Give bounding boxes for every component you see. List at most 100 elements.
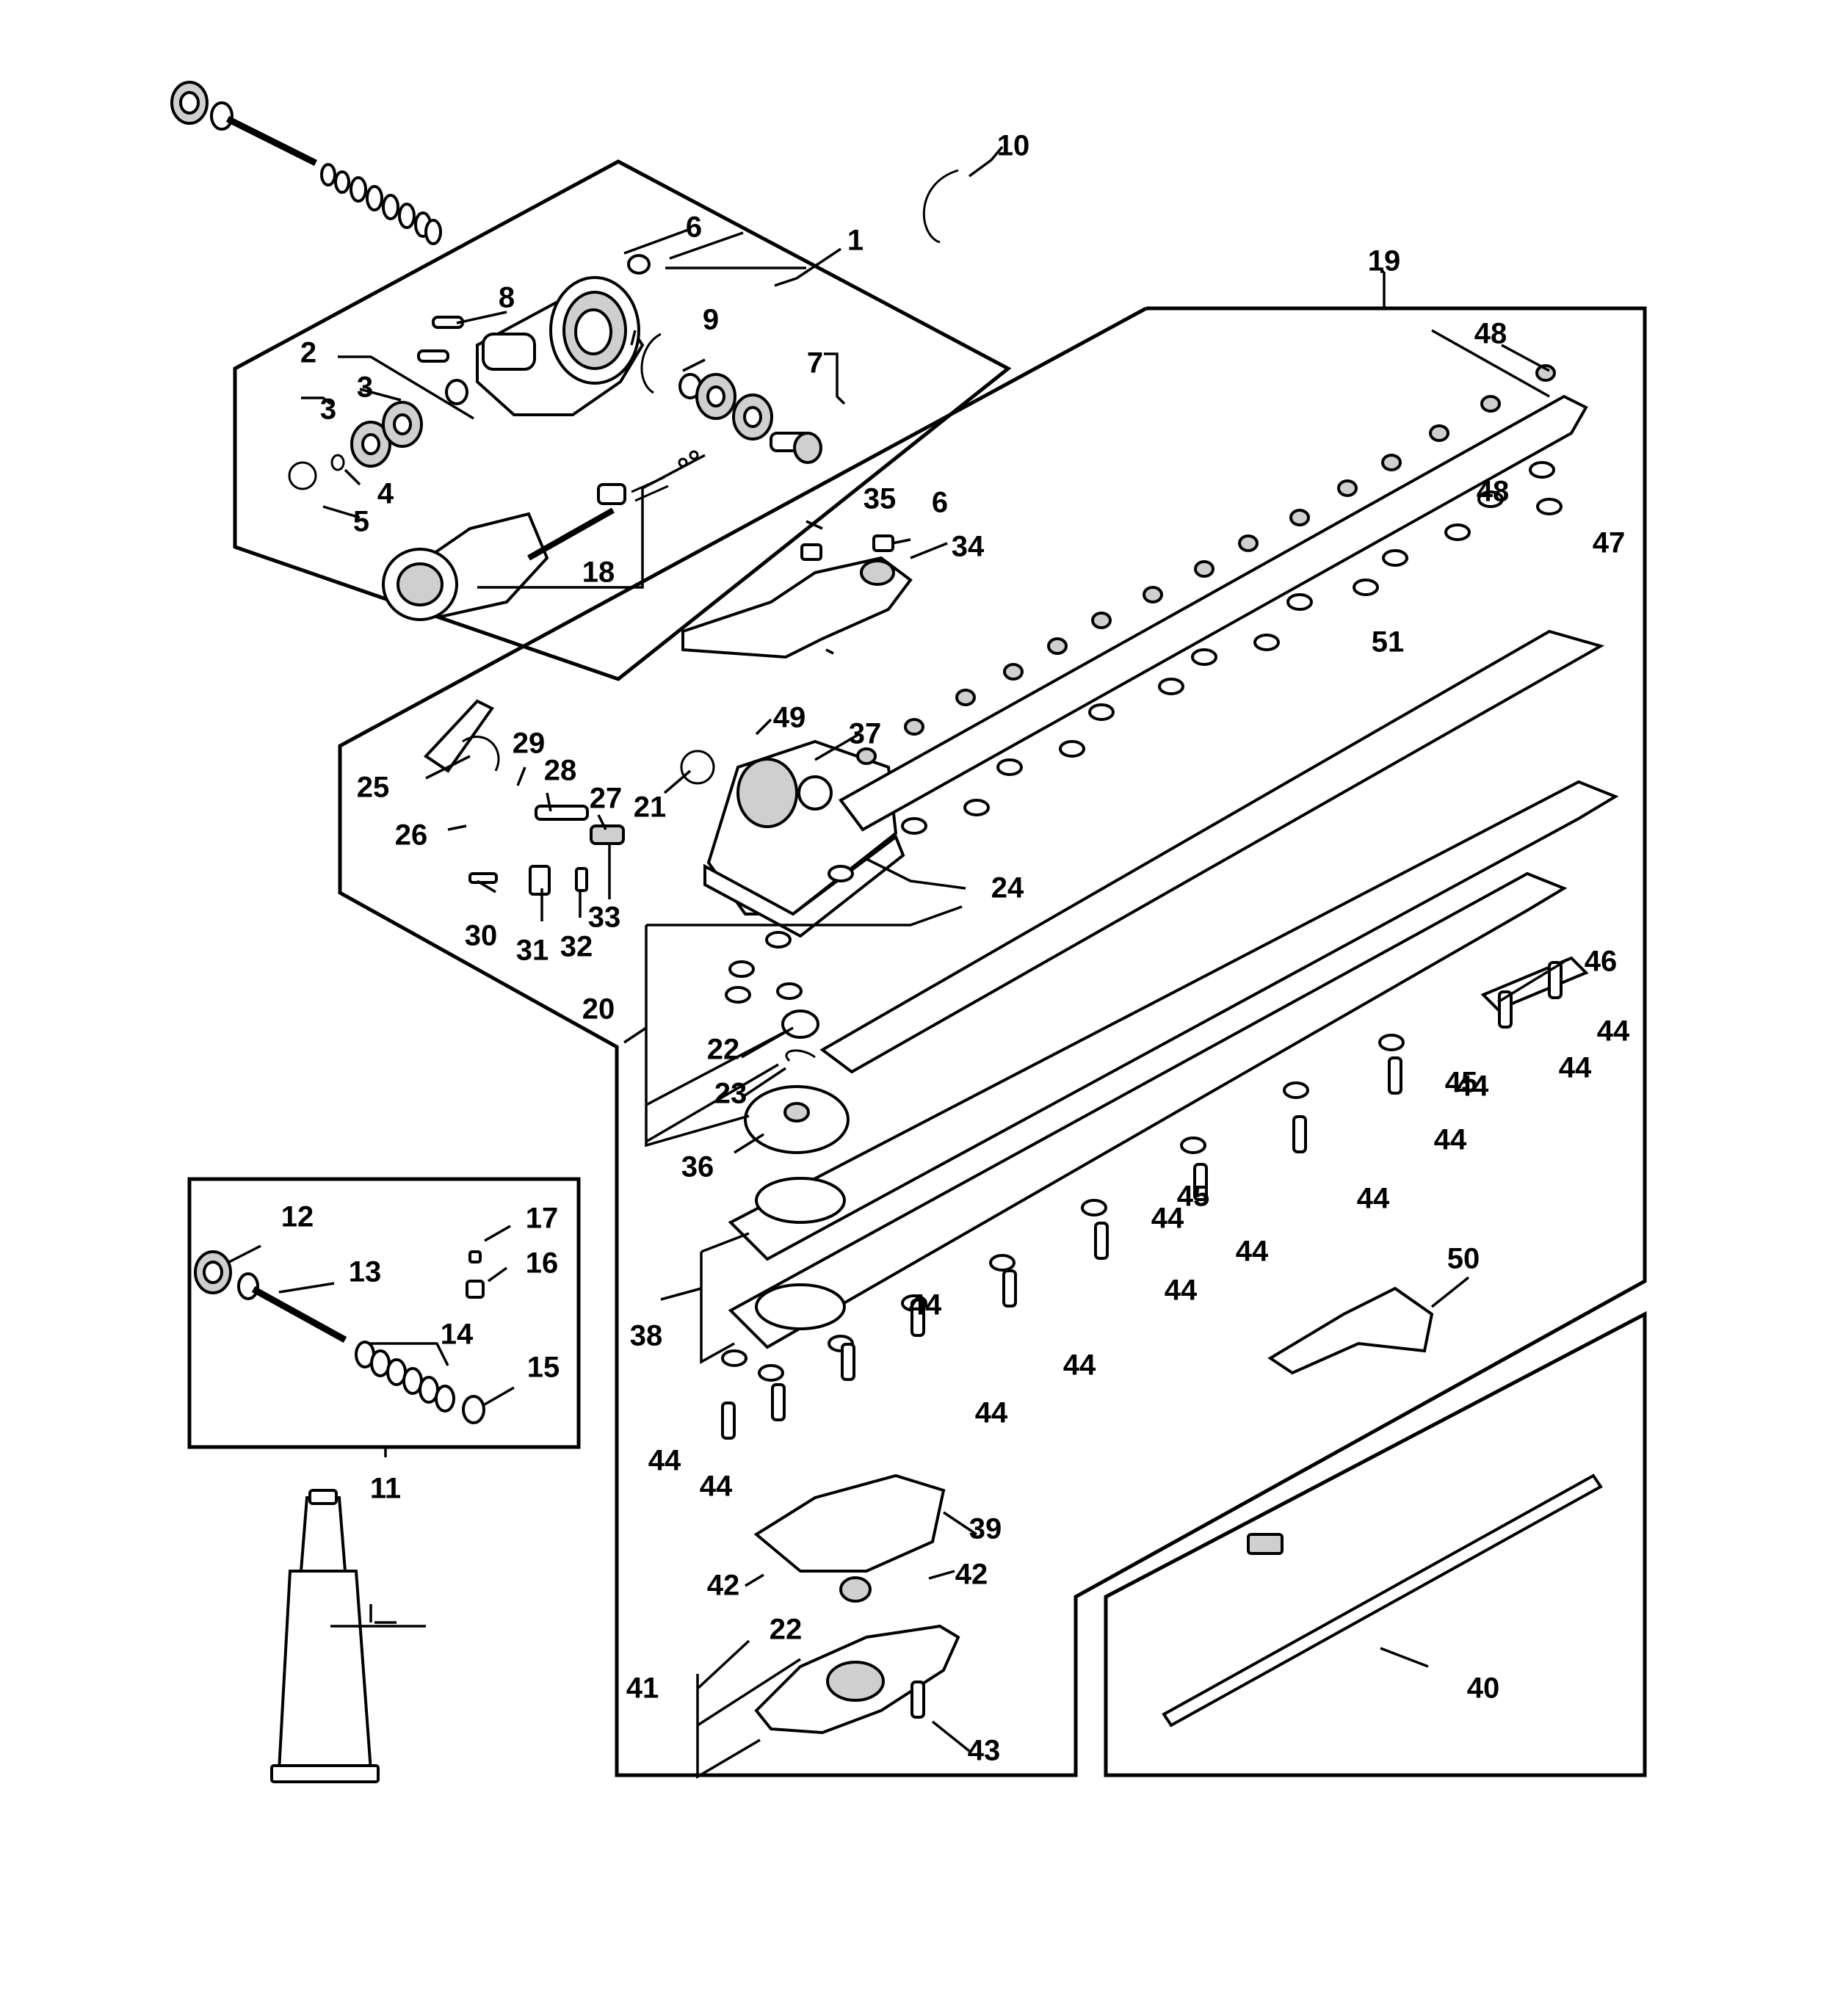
nut: [1091, 612, 1112, 629]
callout-9: 9: [703, 304, 719, 336]
callout-44: 44: [1559, 1052, 1592, 1084]
callout-30: 30: [465, 920, 498, 952]
callout-33: 33: [588, 902, 621, 934]
callout-39: 39: [969, 1513, 1002, 1545]
callout-1: 1: [847, 225, 864, 257]
washer: [1180, 1136, 1206, 1154]
washer: [1536, 498, 1563, 515]
screw: [910, 1680, 925, 1719]
callout-24: 24: [991, 872, 1024, 904]
washer: [1283, 1081, 1309, 1099]
callout-12: 12: [281, 1201, 314, 1233]
callout-44: 44: [1357, 1183, 1390, 1215]
callout-22: 22: [707, 1034, 740, 1066]
callout-18: 18: [582, 556, 615, 589]
callout-15: 15: [527, 1352, 560, 1384]
callout-23: 23: [714, 1078, 747, 1110]
callout-44: 44: [1597, 1015, 1630, 1048]
nut: [1194, 560, 1214, 578]
callout-16: 16: [526, 1247, 559, 1280]
guard-plate: [1267, 1286, 1434, 1375]
callout-10: 10: [997, 130, 1030, 162]
callout-3: 3: [357, 371, 373, 404]
handle-34: [681, 534, 913, 659]
parts-drawing: [170, 81, 1619, 1783]
screw: [1193, 1163, 1208, 1201]
cutting-blades: [728, 780, 1619, 1349]
washer: [1088, 703, 1115, 721]
gear-housing-1: [288, 254, 822, 490]
callout-44: 44: [1434, 1124, 1467, 1156]
spring-clip: [922, 169, 959, 244]
callout-48: 48: [1477, 476, 1510, 508]
callout-7: 7: [807, 347, 823, 380]
callout-28: 28: [544, 755, 577, 787]
callout-19: 19: [1368, 245, 1401, 278]
leader-lines: [227, 145, 1565, 1780]
gasket: [753, 1473, 946, 1573]
callout-3: 3: [320, 394, 336, 426]
callout-40: 40: [1467, 1672, 1500, 1705]
callout-17: 17: [526, 1203, 559, 1235]
callout-4: 4: [377, 478, 394, 510]
callout-32: 32: [560, 931, 593, 963]
screw: [1548, 961, 1563, 999]
frame-part-11: [187, 1177, 581, 1449]
callout-44: 44: [700, 1471, 733, 1503]
callout-44: 44: [1456, 1070, 1489, 1103]
callout-41: 41: [626, 1672, 659, 1705]
callout-21: 21: [634, 791, 667, 824]
washer: [1353, 579, 1379, 596]
nut: [1337, 479, 1358, 497]
nut: [1143, 586, 1163, 603]
washer: [728, 960, 755, 978]
screw: [1002, 1269, 1017, 1308]
callout-34: 34: [952, 531, 985, 563]
grease-tube: [270, 1489, 380, 1783]
washer: [1158, 678, 1184, 695]
screw: [910, 1299, 925, 1337]
callout-11: 11: [370, 1473, 401, 1505]
callout-43: 43: [968, 1735, 1001, 1767]
callout-5: 5: [353, 506, 369, 538]
nut: [1289, 509, 1310, 526]
callout-13: 13: [349, 1256, 382, 1288]
callout-44: 44: [1063, 1349, 1096, 1382]
nut: [1003, 663, 1024, 681]
drive-shaft-top: [170, 81, 442, 245]
washer: [1378, 1034, 1405, 1051]
washer: [901, 817, 927, 835]
callout-51: 51: [1372, 626, 1405, 659]
callout-38: 38: [630, 1320, 663, 1352]
callout-20: 20: [582, 993, 615, 1026]
callout-49: 49: [773, 702, 806, 734]
nut: [1238, 534, 1259, 552]
washer: [1059, 740, 1085, 758]
callout-44: 44: [648, 1445, 681, 1477]
washer: [776, 982, 803, 1000]
washer: [1529, 461, 1555, 479]
frame-part-40: [1104, 1310, 1647, 1777]
nut: [856, 747, 877, 765]
callout-8: 8: [499, 282, 515, 314]
washer: [1382, 549, 1408, 567]
callout-42: 42: [955, 1559, 988, 1591]
callout-31: 31: [516, 935, 549, 967]
washer: [758, 1364, 784, 1382]
callout-2: 2: [300, 337, 316, 369]
frame-part-19: [338, 306, 1647, 1777]
screw: [841, 1343, 855, 1381]
nut: [955, 689, 976, 706]
washer: [721, 1349, 747, 1367]
blade-rail: [819, 394, 1605, 1074]
washer: [1286, 593, 1313, 611]
washer: [963, 799, 990, 816]
guard-rail: [1162, 1473, 1603, 1727]
screw: [771, 1383, 786, 1421]
callout-48: 48: [1474, 318, 1507, 350]
washer: [828, 865, 854, 882]
gearbox-housing: [423, 699, 905, 938]
callout-26: 26: [395, 819, 428, 852]
nut: [904, 718, 924, 736]
